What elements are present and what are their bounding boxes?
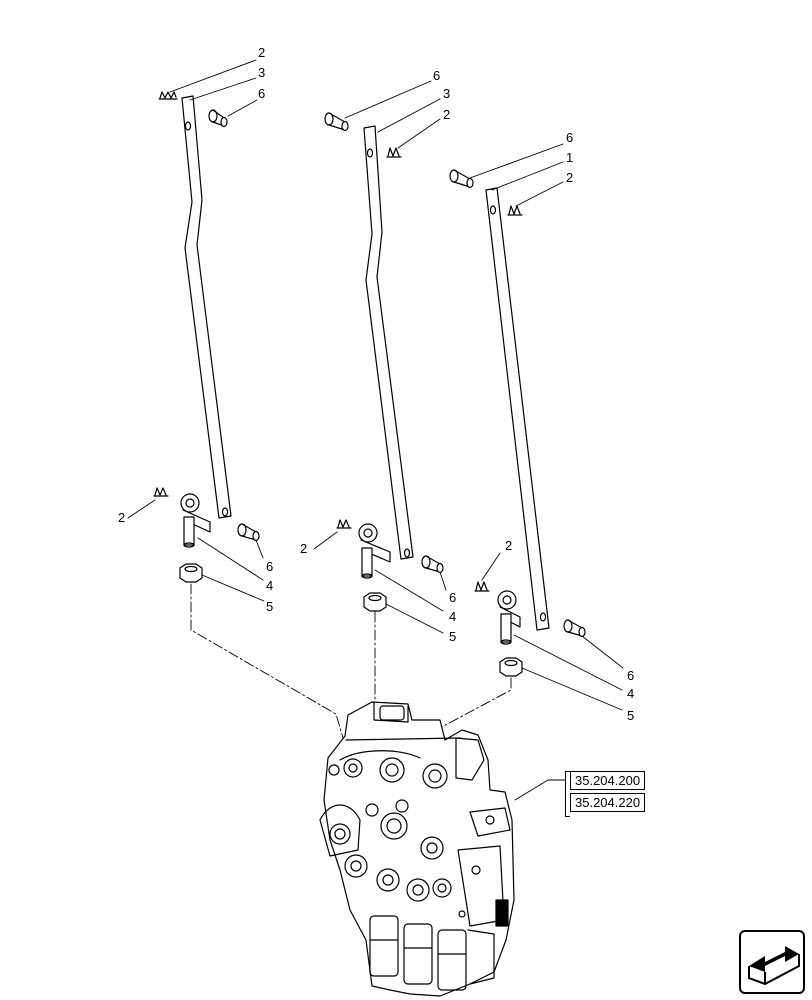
spring-clip-bottom-1 [153,487,169,497]
callout-r2-bot-2: 2 [300,541,307,556]
reference-link-35-204-200[interactable]: 35.204.200 [570,771,646,790]
callout-r1-bot-6: 6 [266,559,273,574]
hex-nut-3 [499,657,523,677]
clevis-pin-bottom-2 [421,555,444,574]
callout-r3-bot-4: 4 [627,686,634,701]
hex-nut-1 [179,563,203,583]
hex-nut-2 [363,592,387,612]
clevis-pin-top-1 [208,109,228,128]
leader-lines [127,59,624,801]
clevis-pin-bottom-3 [563,619,586,638]
callout-r2-top-6: 6 [433,68,440,83]
callout-r3-top-2: 2 [566,170,573,185]
next-page-arrow-icon[interactable] [739,930,805,994]
arrow-glyph-icon [748,946,800,986]
callout-r2-bot-6: 6 [449,590,456,605]
control-rod-2 [363,125,414,560]
callout-r3-top-6: 6 [566,130,573,145]
control-valve [319,701,515,997]
clevis-pin-bottom-1 [237,523,260,542]
callout-r1-top-3: 3 [258,65,265,80]
callout-r3-bot-6: 6 [627,668,634,683]
rod-end-joint-2 [358,523,391,579]
callout-r2-top-3: 3 [443,86,450,101]
rod-end-joint-3 [497,590,521,645]
control-rod-1 [181,95,232,519]
callout-r2-bot-5: 5 [449,629,456,644]
clevis-pin-top-2 [324,112,349,132]
spring-clip-bottom-2 [336,519,352,529]
callout-r2-bot-4: 4 [449,609,456,624]
spring-clip-bottom-3 [474,581,490,592]
callout-r1-top-2: 2 [258,45,265,60]
clevis-pin-top-3 [449,169,474,189]
callout-r3-bot-2: 2 [505,538,512,553]
control-rod-3 [485,187,550,631]
reference-link-35-204-220[interactable]: 35.204.220 [570,793,646,812]
reference-bracket [565,771,570,817]
spring-clip-top-1 [158,91,178,100]
spring-clip-top-2 [386,147,402,158]
callout-r3-bot-5: 5 [627,708,634,723]
spring-clip-top-3 [507,205,523,216]
callout-r1-top-6: 6 [258,86,265,101]
callout-r3-top-1: 1 [566,150,573,165]
callout-r2-top-2: 2 [443,107,450,122]
rod-end-joint-1 [180,493,211,548]
callout-r1-bot-4: 4 [266,578,273,593]
callout-r1-bot-2: 2 [118,510,125,525]
callout-r1-bot-5: 5 [266,599,273,614]
